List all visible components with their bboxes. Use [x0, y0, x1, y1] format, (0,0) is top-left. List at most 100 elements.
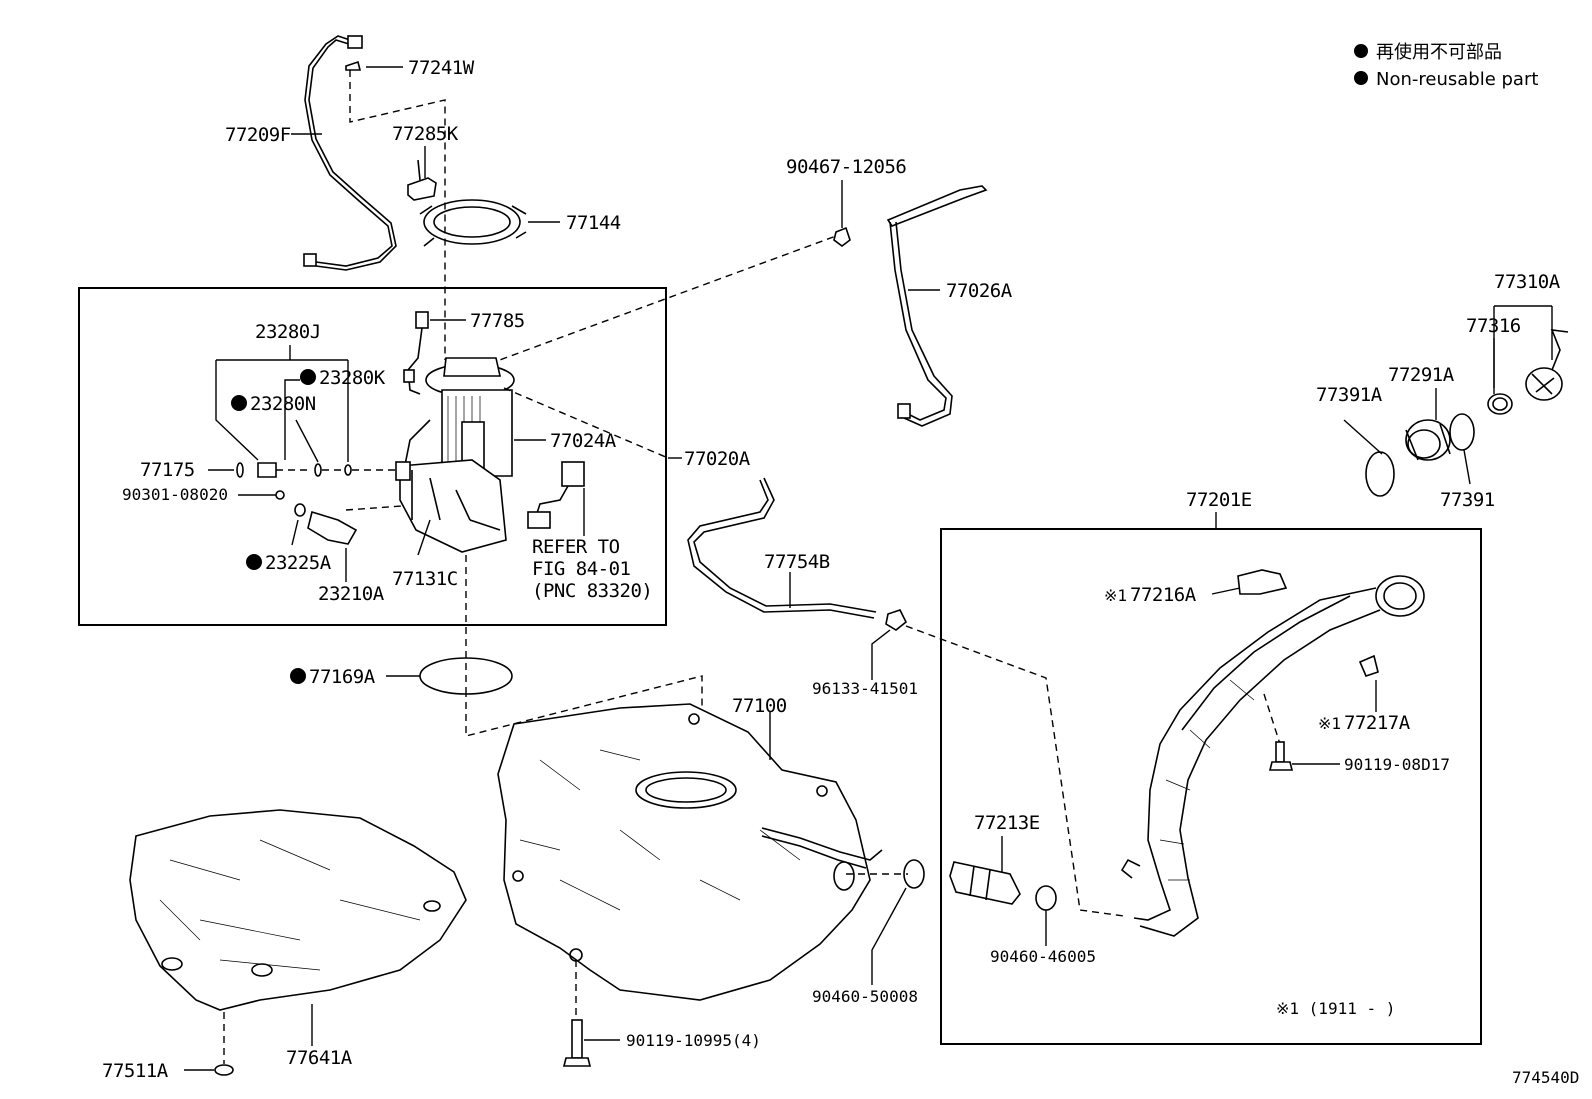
label-23210A: 23210A — [318, 583, 385, 605]
non-reusable-bullet-icon — [1354, 71, 1368, 85]
leader-77391 — [1463, 449, 1471, 485]
fuel-tank-77100 — [497, 703, 883, 1001]
label-note1-77216A: ※1 — [1104, 586, 1127, 605]
bolt-90119-08D17 — [1268, 741, 1294, 771]
label-77291A: 77291A — [1388, 364, 1455, 386]
fuel-pump-body-77024A — [403, 357, 515, 477]
connector-77785 — [403, 311, 429, 395]
ring-77316 — [1487, 393, 1513, 415]
label-96133-41501: 96133-41501 — [812, 679, 918, 698]
label-23225A: 23225A — [265, 552, 332, 574]
label-77100: 77100 — [732, 695, 787, 717]
label-77241W: 77241W — [408, 57, 475, 79]
label-90301-08020: 90301-08020 — [122, 485, 228, 504]
label-77144: 77144 — [566, 212, 621, 234]
fuel-pump-assembly-box — [78, 287, 667, 626]
label-77026A: 77026A — [946, 280, 1013, 302]
clip-77285K — [407, 159, 437, 201]
label-23280J: 23280J — [255, 321, 321, 343]
legend: 再使用不可部品 Non-reusable part — [1354, 42, 1538, 90]
legend-english: Non-reusable part — [1376, 69, 1538, 90]
vent-tube-77026A — [886, 185, 988, 427]
label-77391A: 77391A — [1316, 384, 1383, 406]
leader-77216A — [1211, 587, 1241, 595]
guide-line — [349, 70, 446, 360]
label-77209F: 77209F — [225, 124, 291, 146]
refer-line3: (PNC 83320) — [532, 580, 652, 602]
label-note1-77217A: ※1 — [1318, 714, 1341, 733]
non-reusable-bullet-icon — [231, 395, 247, 411]
non-reusable-bullet-icon — [300, 369, 316, 385]
refer-line2: FIG 84-01 — [532, 558, 631, 580]
legend-japanese: 再使用不可部品 — [1376, 42, 1502, 63]
fuel-cap-77310A — [1525, 329, 1569, 401]
label-90119-08D17: 90119-08D17 — [1344, 755, 1450, 774]
label-77754B: 77754B — [764, 551, 830, 573]
ring-77316-inner — [1492, 397, 1508, 411]
label-77131C: 77131C — [392, 568, 458, 590]
bolt-90119-10995 — [562, 1019, 592, 1067]
non-reusable-bullet-icon — [290, 668, 306, 684]
label-77785: 77785 — [470, 310, 525, 332]
label-90460-50008: 90460-50008 — [812, 987, 918, 1006]
sender-gauge-wire — [303, 35, 397, 271]
label-23280K: 23280K — [319, 367, 386, 389]
label-77169A: 77169A — [309, 666, 376, 688]
guide-line — [503, 387, 669, 459]
guide-line — [345, 505, 403, 511]
retainer-ring-77144 — [419, 199, 527, 247]
label-23280N: 23280N — [250, 393, 316, 415]
leader-90460-50008 — [871, 887, 907, 985]
label-77511A: 77511A — [102, 1060, 169, 1082]
fuel-filter-23210A — [294, 503, 358, 545]
label-77201E: 77201E — [1186, 489, 1252, 511]
leader-77131C — [417, 519, 431, 556]
note-footnote: ※1 (1911 - ) — [1276, 999, 1395, 1018]
leader-23280J — [216, 345, 348, 361]
clamp-90460-46005 — [1035, 885, 1057, 911]
label-77310A: 77310A — [1494, 271, 1561, 293]
pump-bracket-77131C — [395, 459, 507, 553]
label-77316: 77316 — [1466, 315, 1521, 337]
label-77024A: 77024A — [550, 430, 617, 452]
guide-line — [477, 235, 837, 369]
o-ring-90301-08020 — [275, 490, 285, 500]
filter-parts-row — [236, 462, 396, 478]
non-reusable-bullet-icon — [246, 554, 262, 570]
leader-77391A — [1343, 419, 1383, 455]
label-77213E: 77213E — [974, 812, 1040, 834]
leader-23280K — [284, 379, 300, 460]
guide-line — [905, 625, 1125, 917]
label-90119-10995: 90119-10995(4) — [626, 1031, 761, 1050]
hose-77754B — [687, 477, 877, 619]
label-77175: 77175 — [140, 459, 195, 481]
guide-line — [1263, 693, 1281, 745]
protector-77641A — [129, 809, 467, 1011]
clamp-90467-12056 — [833, 226, 851, 247]
filler-pipe-assembly-box — [940, 528, 1482, 1045]
label-77217A: 77217A — [1344, 712, 1411, 734]
grommet-77511A — [214, 1064, 234, 1076]
label-90467-12056: 90467-12056 — [786, 156, 906, 178]
o-ring-77391 — [1449, 413, 1475, 451]
o-ring-77391A — [1365, 451, 1395, 497]
filler-neck-77291A — [1405, 419, 1451, 461]
diagram-id: 774540D — [1512, 1068, 1579, 1087]
non-reusable-bullet-icon — [1354, 44, 1368, 58]
leader-23280J-a — [215, 360, 259, 461]
filler-pipe-77201E — [1120, 569, 1425, 937]
label-77216A: 77216A — [1130, 584, 1197, 606]
hose-77213E — [949, 861, 1021, 905]
label-77020A: 77020A — [684, 448, 751, 470]
label-77391: 77391 — [1440, 489, 1495, 511]
label-77641A: 77641A — [286, 1047, 353, 1069]
leader-23225A — [291, 519, 299, 546]
clamp-90460-50008 — [903, 859, 925, 889]
leader-23280N — [295, 419, 319, 463]
refer-line1: REFER TO — [532, 536, 620, 558]
clamp-96133-41501 — [885, 609, 908, 631]
wire-harness-connector — [527, 461, 585, 529]
label-77285K: 77285K — [392, 123, 459, 145]
leader-96133-41501 — [871, 629, 891, 680]
